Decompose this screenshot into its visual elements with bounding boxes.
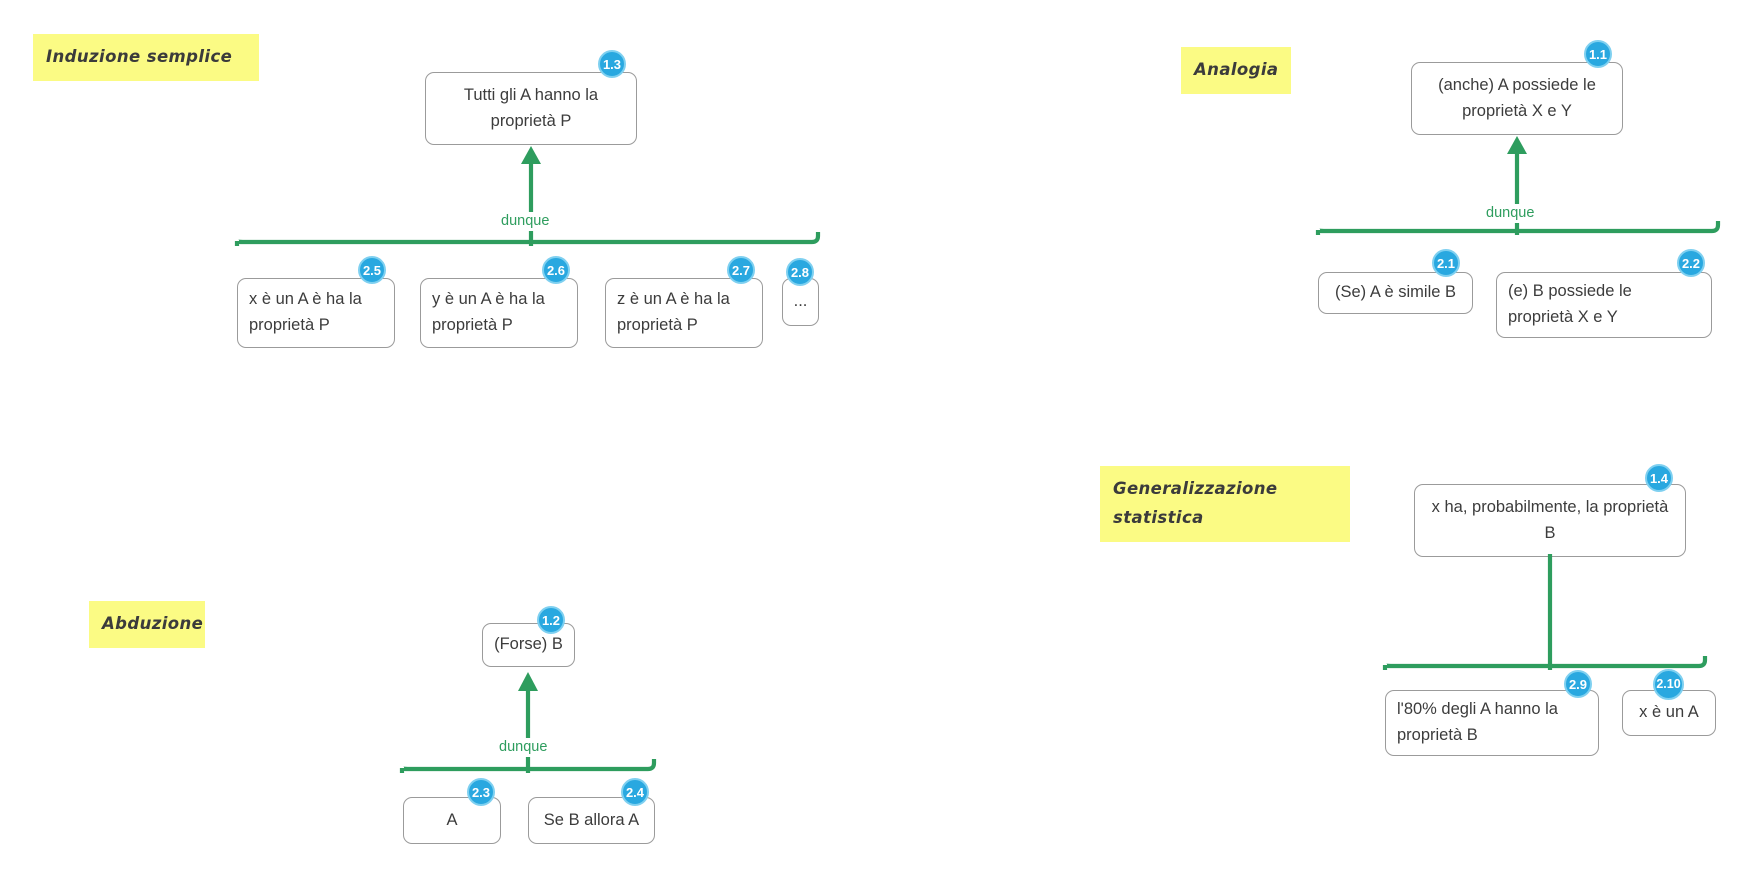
node-1-1[interactable]: (anche) A possiede le proprietà X e Y (1411, 62, 1623, 135)
connector-label-analogia: dunque (1481, 204, 1540, 223)
badge-1-2[interactable]: 1.2 (537, 606, 565, 634)
badge-1-1[interactable]: 1.1 (1584, 40, 1612, 68)
node-2-9[interactable]: l'80% degli A hanno la proprietà B (1385, 690, 1599, 756)
badge-1-3[interactable]: 1.3 (598, 50, 626, 78)
connector-bus-abduzione (399, 759, 657, 773)
node-1-1-text: (anche) A possiede le proprietà X e Y (1438, 75, 1596, 120)
scheme-title-generalizzazione-statistica: Generalizzazione statistica (1100, 466, 1350, 542)
badge-2-6[interactable]: 2.6 (542, 256, 570, 284)
connector-abduzione (399, 672, 657, 773)
connector-label-induzione: dunque (496, 212, 555, 231)
badge-2-10[interactable]: 2.10 (1653, 669, 1684, 700)
connector-analogia (1315, 136, 1721, 235)
node-2-2[interactable]: (e) B possiede le proprietà X e Y (1496, 272, 1712, 338)
node-2-6-text: y è un A è ha la proprietà P (432, 290, 545, 334)
node-1-2-text: (Forse) B (494, 635, 563, 654)
arrowhead-induzione (521, 146, 541, 164)
node-2-9-text: l'80% degli A hanno la proprietà B (1397, 700, 1558, 744)
arrowhead-abduzione (518, 672, 538, 691)
badge-2-5[interactable]: 2.5 (358, 256, 386, 284)
badge-2-3[interactable]: 2.3 (467, 778, 495, 806)
badge-2-2[interactable]: 2.2 (1677, 249, 1705, 277)
badge-2-1[interactable]: 2.1 (1432, 249, 1460, 277)
node-1-4[interactable]: x ha, probabilmente, la proprietà B (1414, 484, 1686, 557)
node-2-2-text: (e) B possiede le proprietà X e Y (1508, 282, 1632, 326)
connector-induzione-semplice (234, 146, 821, 246)
node-2-8[interactable]: ... (782, 278, 819, 326)
node-2-6[interactable]: y è un A è ha la proprietà P (420, 278, 578, 348)
node-2-4-text: Se B allora A (543, 810, 640, 829)
node-1-3[interactable]: Tutti gli A hanno la proprietà P (425, 72, 637, 145)
node-2-1-text: (Se) A è simile B (1334, 283, 1457, 302)
node-2-5[interactable]: x è un A è ha la proprietà P (237, 278, 395, 348)
connector-label-abduzione: dunque (494, 738, 553, 757)
arrowhead-analogia (1507, 136, 1527, 154)
node-2-1[interactable]: (Se) A è simile B (1318, 272, 1473, 314)
scheme-title-analogia: Analogia (1181, 47, 1291, 94)
scheme-title-induzione-semplice: Induzione semplice (33, 34, 259, 81)
node-2-5-text: x è un A è ha la proprietà P (249, 290, 362, 334)
node-2-3[interactable]: A (403, 797, 501, 844)
node-2-10[interactable]: x è un A (1622, 690, 1716, 736)
badge-2-7[interactable]: 2.7 (727, 256, 755, 284)
badge-2-9[interactable]: 2.9 (1564, 670, 1592, 698)
node-2-8-text: ... (793, 292, 808, 311)
node-2-7[interactable]: z è un A è ha la proprietà P (605, 278, 763, 348)
node-1-4-text: x ha, probabilmente, la proprietà B (1431, 497, 1669, 542)
node-1-3-text: Tutti gli A hanno la proprietà P (463, 85, 599, 130)
connector-bus-analogia (1315, 221, 1721, 235)
badge-2-4[interactable]: 2.4 (621, 778, 649, 806)
badge-2-8[interactable]: 2.8 (786, 258, 814, 286)
node-2-3-text: A (446, 810, 458, 829)
connector-bus-generalizzazione (1382, 656, 1708, 670)
node-2-7-text: z è un A è ha la proprietà P (617, 290, 730, 334)
connector-bus-induzione (234, 232, 821, 246)
connector-generalizzazione-statistica (1382, 554, 1708, 670)
node-2-10-text: x è un A (1639, 703, 1699, 722)
scheme-title-abduzione: Abduzione (89, 601, 205, 648)
badge-1-4[interactable]: 1.4 (1645, 464, 1673, 492)
